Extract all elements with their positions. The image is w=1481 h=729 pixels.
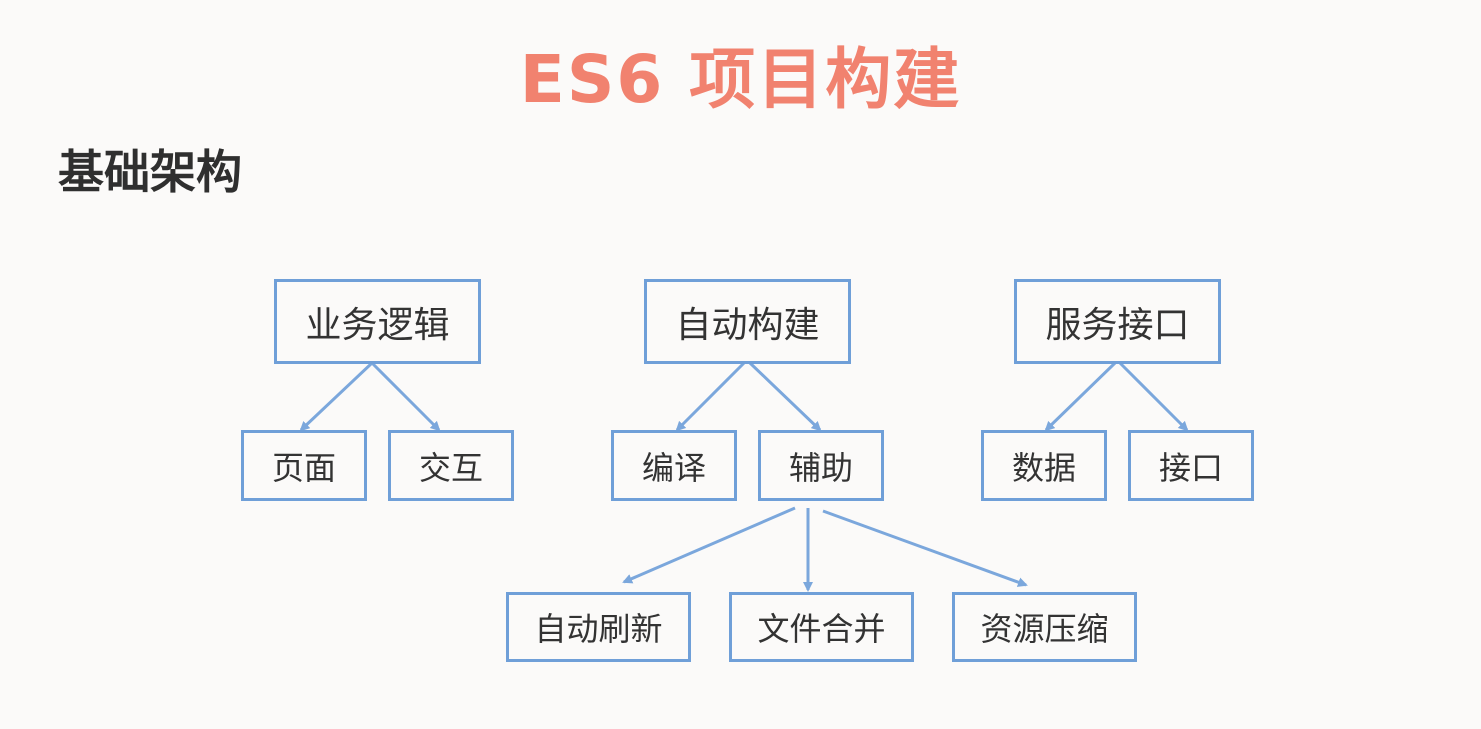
arrow-service-interface-to-data [1044, 361, 1117, 432]
node-data: 数据 [981, 430, 1107, 501]
node-resource-compress: 资源压缩 [952, 592, 1137, 662]
node-file-merge: 文件合并 [729, 592, 914, 662]
node-interaction-label: 交互 [418, 448, 483, 487]
arrow-auxiliary-to-auto-refresh [622, 506, 796, 584]
node-compile-label: 编译 [641, 448, 706, 487]
node-auto-build-label: 自动构建 [675, 304, 820, 346]
node-resource-compress-label: 资源压缩 [980, 610, 1109, 648]
node-page-label: 页面 [271, 448, 336, 487]
node-auto-build: 自动构建 [644, 279, 851, 364]
node-interface: 接口 [1128, 430, 1254, 501]
section-heading: 基础架构 [58, 145, 242, 199]
arrow-service-interface-to-interface [1118, 361, 1189, 432]
arrow-auto-build-to-auxiliary [748, 361, 822, 432]
node-auto-refresh-label: 自动刷新 [534, 610, 663, 648]
node-compile: 编译 [611, 430, 737, 501]
arrow-business-logic-to-interaction [370, 361, 441, 432]
arrow-business-logic-to-page [299, 361, 374, 432]
node-interaction: 交互 [388, 430, 514, 501]
page-title: ES6 项目构建 [519, 41, 962, 118]
node-service-interface-label: 服务接口 [1045, 304, 1190, 346]
node-file-merge-label: 文件合并 [757, 610, 886, 648]
node-business-logic: 业务逻辑 [274, 279, 481, 364]
node-data-label: 数据 [1011, 448, 1076, 487]
node-auxiliary: 辅助 [758, 430, 884, 501]
node-auto-refresh: 自动刷新 [506, 592, 691, 662]
node-page: 页面 [241, 430, 367, 501]
node-business-logic-label: 业务逻辑 [305, 304, 450, 346]
node-service-interface: 服务接口 [1014, 279, 1221, 364]
node-interface-label: 接口 [1158, 448, 1223, 487]
arrow-auto-build-to-compile [675, 361, 746, 432]
arrow-auxiliary-to-resource-compress [822, 509, 1028, 587]
node-auxiliary-label: 辅助 [788, 448, 853, 487]
